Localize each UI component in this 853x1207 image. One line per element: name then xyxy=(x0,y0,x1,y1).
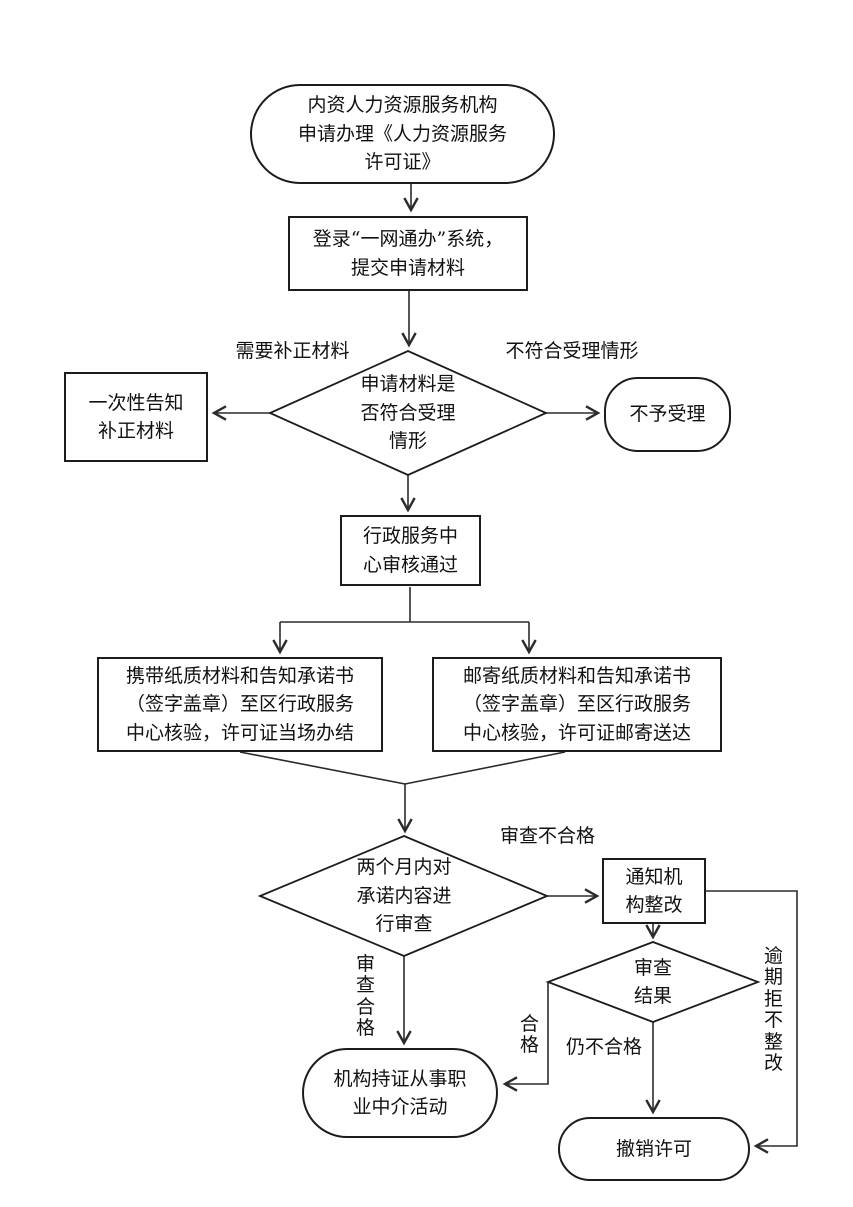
node-review-result-label: 审查 结果 xyxy=(633,956,672,1008)
edge-merge-right xyxy=(404,751,566,785)
node-bring-materials: 携带纸质材料和告知承诺书 （签字盖章）至区行政服务 中心核验，许可证当场办结 xyxy=(97,657,383,752)
node-notify-correct: 一次性告知 补正材料 xyxy=(64,372,208,462)
edge-merge-left xyxy=(239,751,406,785)
edge-review-result-licensed xyxy=(502,982,549,1092)
node-accept-decision-label: 申请材料是 否符合受理 情形 xyxy=(360,373,456,453)
edge-label-review-pass: 审查合格 xyxy=(355,953,375,1040)
node-center-review: 行政服务中 心审核通过 xyxy=(340,515,481,586)
node-commitment-review-label: 两个月内对 承诺内容进 行审查 xyxy=(356,856,452,936)
edge-label-overdue-refuse: 逾期拒不整改 xyxy=(763,945,783,1075)
diamond-accept-decision xyxy=(267,350,549,476)
edge-label-need-correction: 需要补正材料 xyxy=(235,340,350,362)
node-notify-rectify: 通知机 构整改 xyxy=(602,858,706,924)
node-licensed-operate: 机构持证从事职 业中介活动 xyxy=(302,1048,498,1138)
node-reject: 不予受理 xyxy=(604,377,731,452)
diamond-review-result xyxy=(545,941,761,1023)
edge-label-still-fail: 仍不合格 xyxy=(566,1036,643,1058)
node-login-system: 登录“一网通办”系统， 提交申请材料 xyxy=(288,216,528,291)
edge-label-review-fail: 审查不合格 xyxy=(500,825,596,847)
node-revoke: 撤销许可 xyxy=(558,1117,750,1181)
node-mail-materials: 邮寄纸质材料和告知承诺书 （签字盖章）至区行政服务 中心核验，许可证邮寄送达 xyxy=(432,657,722,752)
edge-label-not-acceptable: 不符合受理情形 xyxy=(505,340,639,362)
edge-notify-rectify-revoke xyxy=(706,890,798,1154)
diamond-commitment-review xyxy=(257,835,550,957)
edge-label-pass: 合格 xyxy=(519,1013,539,1057)
node-start: 内资人力资源服务机构 申请办理《人力资源服务 许可证》 xyxy=(250,84,555,184)
